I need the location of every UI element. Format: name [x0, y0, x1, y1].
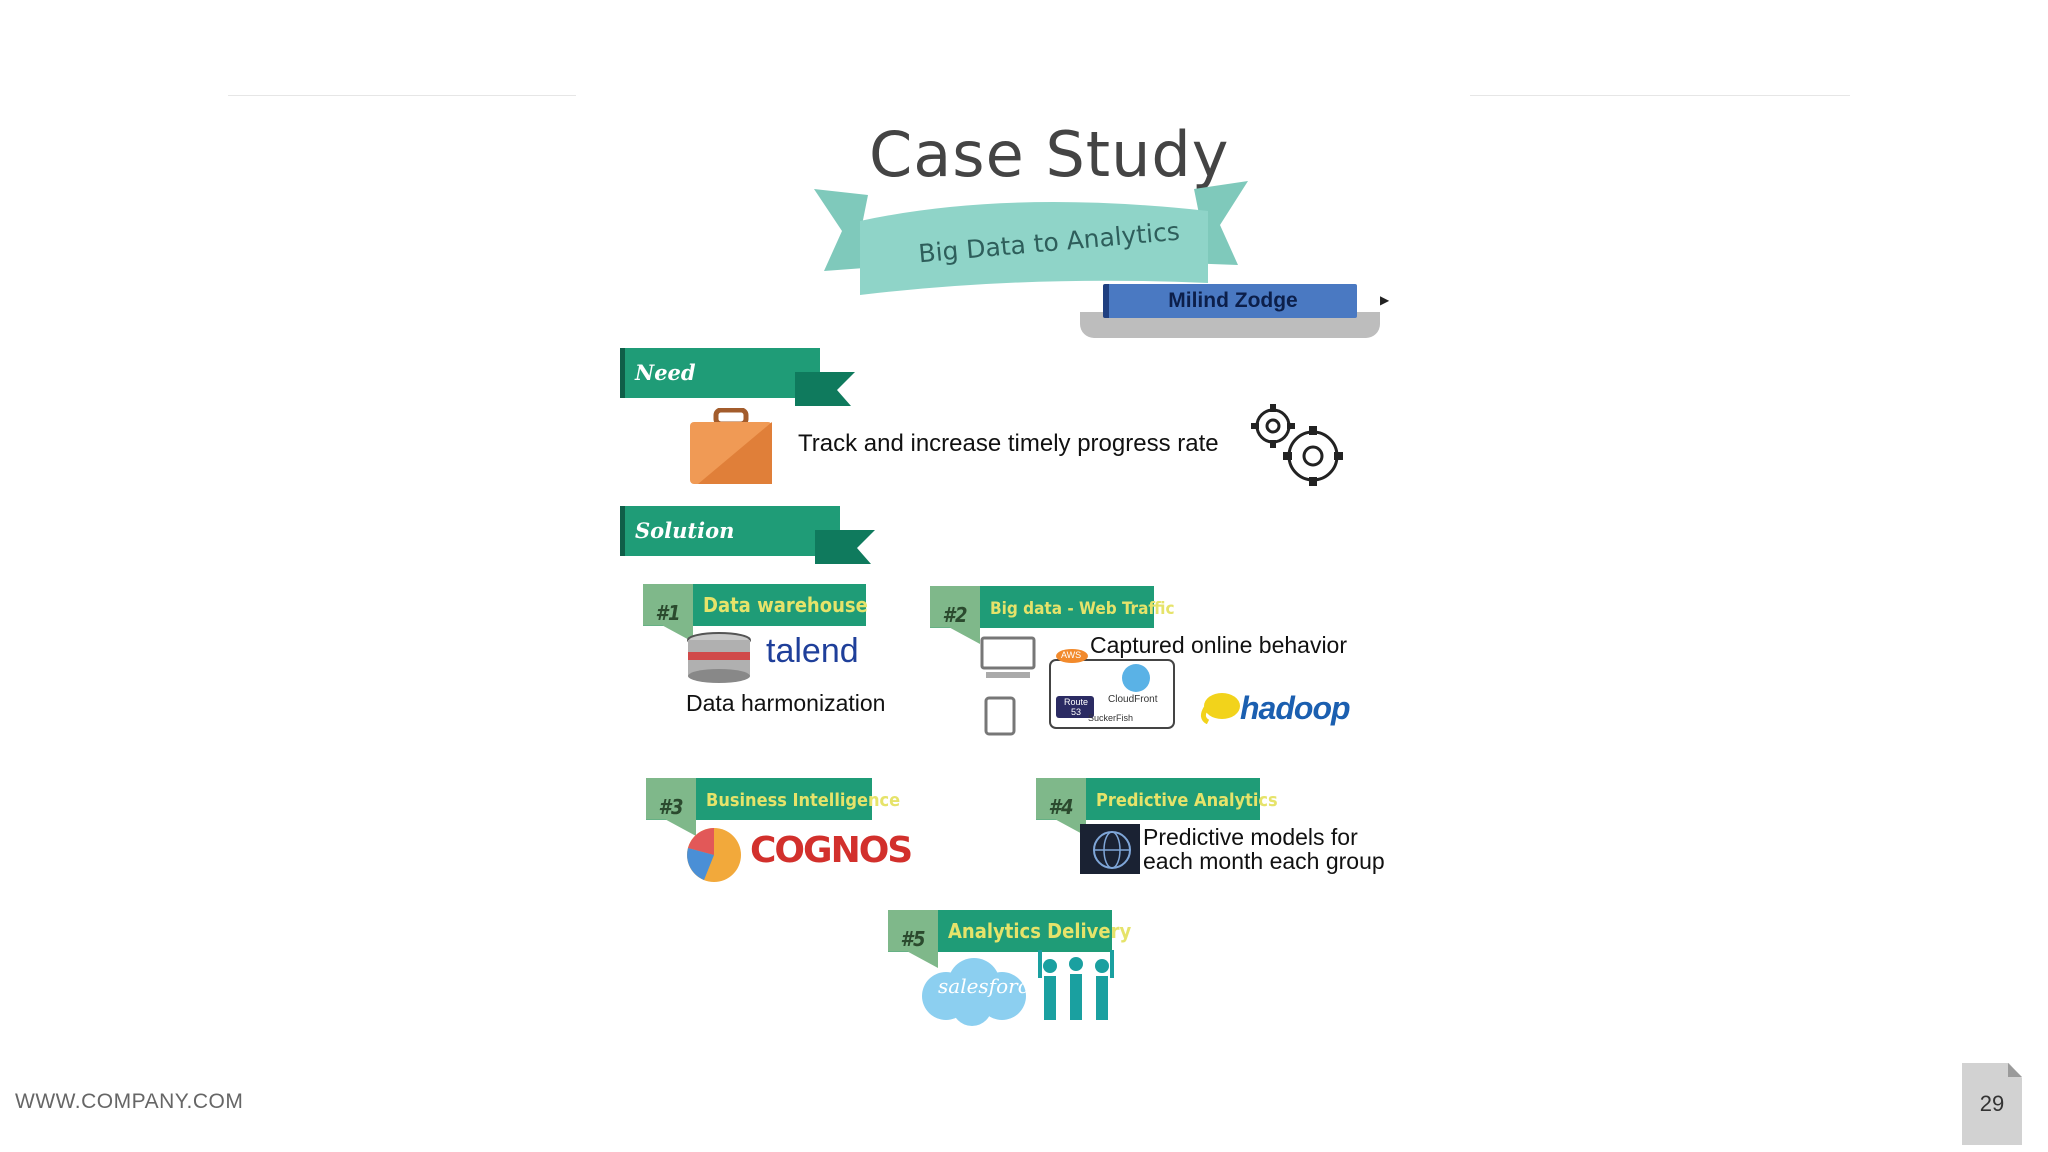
globe-icon	[1080, 824, 1140, 874]
top-rule-right	[1470, 95, 1850, 96]
cloud-icon	[922, 958, 1026, 1026]
step-4-number: #4	[1036, 778, 1086, 836]
route53-label: Route 53	[1063, 697, 1089, 717]
pie-chart-icon	[687, 828, 741, 882]
gears-icon	[1251, 404, 1343, 486]
slide-title: Case Study	[869, 118, 1230, 191]
suckerfish-label: SuckerFish	[1088, 713, 1134, 723]
step-2-title: Big data - Web Traffic	[990, 599, 1175, 619]
step-5-title: Analytics Delivery	[948, 919, 1132, 943]
page-corner-fold	[2008, 1063, 2022, 1077]
aws-diagram	[1049, 649, 1175, 729]
step-3-header: #3 Business Intelligence	[646, 778, 900, 836]
top-rule-left	[228, 95, 576, 96]
elephant-icon	[1200, 693, 1240, 724]
step-1-number: #1	[643, 584, 693, 642]
salesforce-logo: salesforce	[938, 974, 1041, 998]
play-icon: ▶	[1380, 293, 1390, 307]
step-2-number: #2	[930, 586, 980, 644]
solution-ribbon: Solution	[620, 506, 840, 556]
cognos-logo: COGNOS	[750, 830, 913, 871]
step-4-text-line2: each month each group	[1143, 848, 1385, 874]
database-icon	[687, 632, 751, 683]
talend-logo: talend	[766, 632, 859, 670]
need-text: Track and increase timely progress rate	[798, 430, 1219, 457]
monitor-icon	[980, 636, 1036, 678]
step-1-text: Data harmonization	[686, 690, 886, 716]
need-ribbon: Need	[620, 348, 820, 398]
step-1-header: #1 Data warehouse	[643, 584, 868, 642]
people-icon	[1038, 950, 1114, 1020]
step-2-text: Captured online behavior	[1090, 632, 1348, 658]
step-4-text-line1: Predictive models for	[1143, 824, 1358, 850]
author-tag: Milind Zodge	[1103, 284, 1357, 318]
step-5-header: #5 Analytics Delivery	[888, 910, 1131, 968]
need-ribbon-tail	[795, 372, 855, 406]
footer-url: WWW.COMPANY.COM	[15, 1090, 244, 1113]
tablet-icon	[984, 696, 1016, 736]
subtitle-ribbon	[814, 181, 1248, 295]
step-4-title: Predictive Analytics	[1096, 790, 1278, 811]
step-1-title: Data warehouse	[703, 593, 868, 617]
step-4-header: #4 Predictive Analytics	[1036, 778, 1278, 836]
briefcase-icon	[690, 408, 772, 484]
solution-ribbon-tail	[815, 530, 875, 564]
aws-label: AWS	[1061, 650, 1082, 660]
hadoop-logo: hadoop	[1240, 690, 1351, 726]
step-3-title: Business Intelligence	[706, 790, 901, 811]
step-2-header: #2 Big data - Web Traffic	[930, 586, 1175, 644]
cloudfront-label: CloudFront	[1108, 694, 1158, 705]
